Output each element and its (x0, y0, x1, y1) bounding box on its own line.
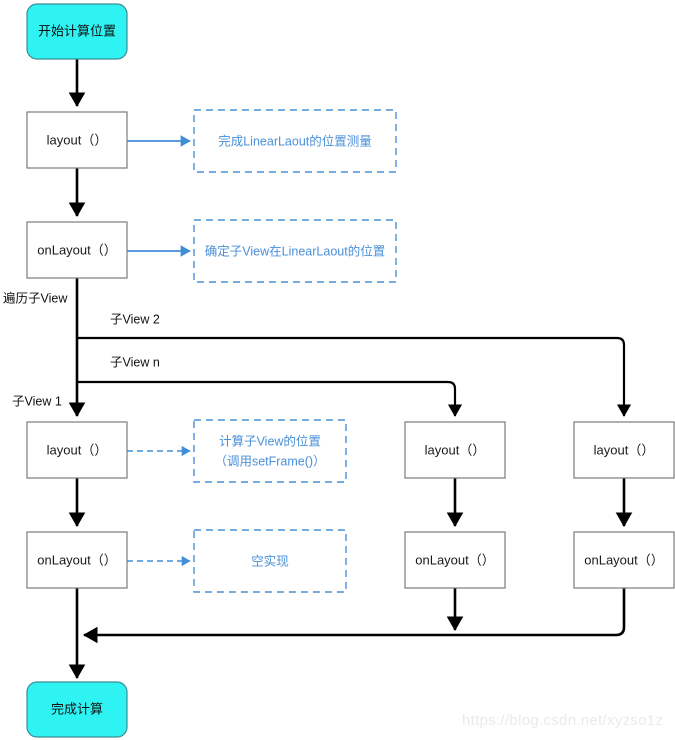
note-child-onlayout-box (193, 529, 347, 593)
note-parent-layout-text: 完成LinearLaout的位置测量 (218, 133, 372, 148)
branch-label-child1: 子View 1 (12, 394, 62, 408)
branch-label-childn: 子View n (110, 355, 160, 369)
node-parent-onlayout[interactable]: onLayout（） (26, 221, 128, 279)
note-child-onlayout: 空实现 (193, 529, 347, 593)
node-child2-layout-shape[interactable] (573, 421, 675, 479)
branch-label-traverse: 遍历子View (3, 291, 68, 305)
note-child-layout: 计算子View的位置 （调用setFrame()） (193, 419, 347, 483)
node-parent-layout[interactable]: layout（） (26, 111, 128, 169)
node-child2-layout[interactable]: layout（） (573, 421, 675, 479)
note-parent-layout: 完成LinearLaout的位置测量 (193, 109, 397, 173)
node-start[interactable]: 开始计算位置 (26, 3, 128, 60)
node-child1-layout-label: layout（） (47, 442, 108, 457)
node-childn-layout[interactable]: layout（） (404, 421, 506, 479)
node-parent-layout-label: layout（） (47, 132, 108, 147)
note-parent-layout-box (193, 109, 397, 173)
node-child1-onlayout-label: onLayout（） (37, 552, 117, 567)
node-parent-layout-shape[interactable] (26, 111, 128, 169)
note-parent-onlayout-box (193, 219, 397, 283)
node-end-shape[interactable] (26, 681, 128, 738)
node-child2-onlayout-label: onLayout（） (584, 552, 664, 567)
node-child2-onlayout-shape[interactable] (573, 531, 675, 589)
branch-label-child2: 子View 2 (110, 312, 160, 326)
note-child-layout-box (193, 419, 347, 483)
node-start-label: 开始计算位置 (38, 23, 116, 38)
node-child1-layout-shape[interactable] (26, 421, 128, 479)
node-child2-onlayout[interactable]: onLayout（） (573, 531, 675, 589)
node-parent-onlayout-label: onLayout（） (37, 242, 117, 257)
note-child-layout-text-line1: 计算子View的位置 (219, 433, 321, 448)
node-childn-layout-shape[interactable] (404, 421, 506, 479)
node-child1-onlayout[interactable]: onLayout（） (26, 531, 128, 589)
edge-branch-childn (77, 380, 463, 417)
node-childn-onlayout-label: onLayout（） (415, 552, 495, 567)
node-childn-onlayout-shape[interactable] (404, 531, 506, 589)
node-end-label: 完成计算 (51, 701, 103, 716)
note-parent-onlayout: 确定子View在LinearLaout的位置 (193, 219, 397, 283)
edge-join-bus (82, 588, 626, 644)
note-child-layout-text-line2: （调用setFrame()） (214, 454, 325, 468)
node-childn-layout-label: layout（） (425, 442, 486, 457)
watermark-text: https://blog.csdn.net/xyzso1z (462, 712, 663, 729)
node-child2-layout-label: layout（） (594, 442, 655, 457)
note-parent-onlayout-text: 确定子View在LinearLaout的位置 (205, 243, 385, 258)
note-child-onlayout-text: 空实现 (251, 553, 289, 568)
node-childn-onlayout[interactable]: onLayout（） (404, 531, 506, 589)
node-start-shape[interactable] (26, 3, 128, 60)
node-parent-onlayout-shape[interactable] (26, 221, 128, 279)
edge-branch-child2 (77, 336, 632, 417)
node-child1-onlayout-shape[interactable] (26, 531, 128, 589)
node-end[interactable]: 完成计算 (26, 681, 128, 738)
node-child1-layout[interactable]: layout（） (26, 421, 128, 479)
